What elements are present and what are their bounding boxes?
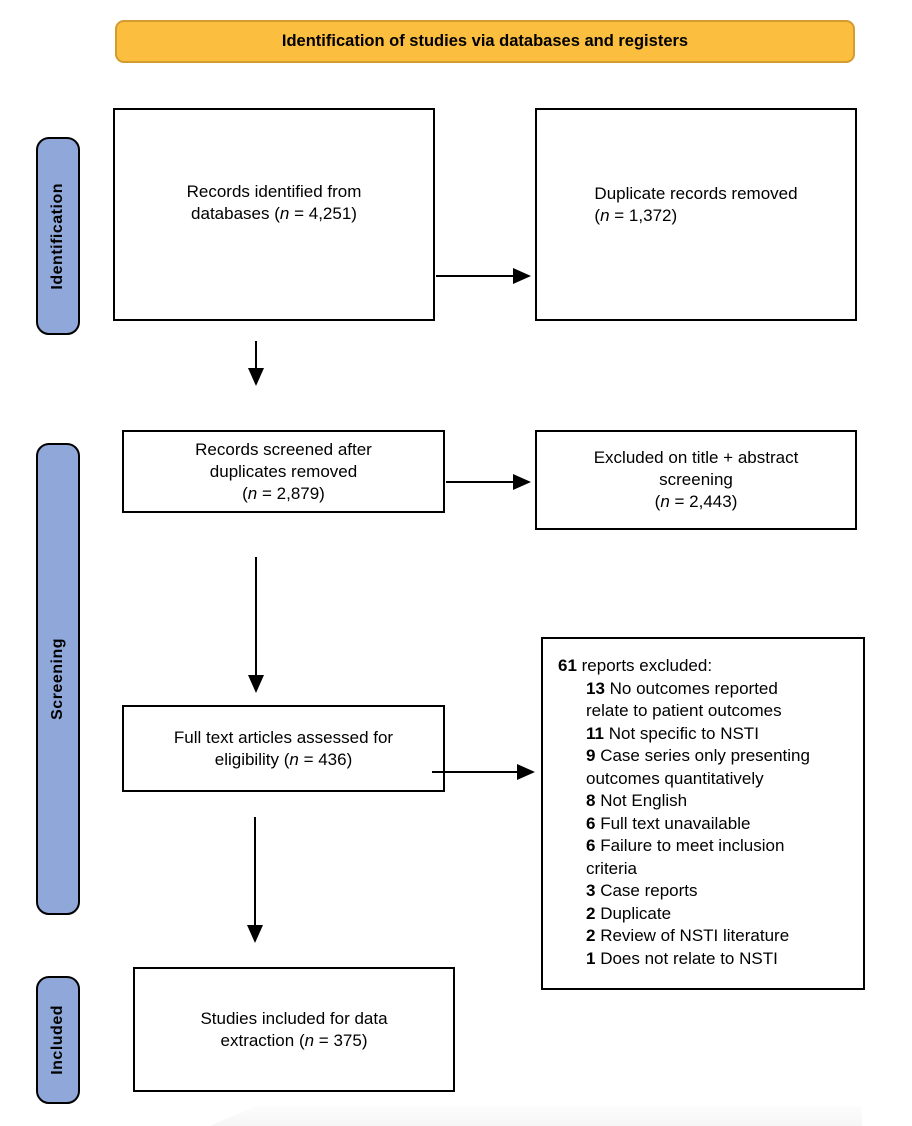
- duplicate-records-removed-text: Duplicate records removed(n = 1,372): [594, 183, 798, 225]
- stage-label-included-text: Included: [49, 1005, 66, 1075]
- duplicate-records-removed-box: Duplicate records removed(n = 1,372): [535, 108, 857, 321]
- stage-label-included: Included: [36, 976, 80, 1104]
- reports-excluded-heading-text: reports excluded:: [576, 656, 713, 675]
- stage-label-identification: Identification: [36, 137, 80, 335]
- excluded-reason-item: 3 Case reports: [586, 881, 698, 900]
- stage-label-screening: Screening: [36, 443, 80, 915]
- excluded-reason-item: 8 Not English: [586, 791, 688, 810]
- excluded-reason-item: 2 Review of NSTI literature: [586, 926, 790, 945]
- excluded-reason-item: 2 Duplicate: [586, 903, 672, 923]
- excluded-reason-item: 6 Full text unavailable: [586, 813, 751, 833]
- page-shadow: [210, 1106, 862, 1126]
- stage-label-screening-text: Screening: [49, 638, 66, 720]
- banner-title: Identification of studies via databases …: [115, 20, 855, 63]
- excluded-reason-item: 1 Does not relate to NSTI: [586, 948, 778, 968]
- reports-excluded-heading: 61 reports excluded:: [558, 655, 857, 678]
- banner-title-text: Identification of studies via databases …: [281, 32, 689, 50]
- reports-excluded-count: 61: [558, 656, 577, 675]
- stage-label-identification-text: Identification: [49, 182, 66, 290]
- reports-excluded-box: 61 reports excluded: 13 No outcomes repo…: [541, 637, 865, 990]
- excluded-reason-item: 11 Not specific to NSTI: [586, 723, 759, 743]
